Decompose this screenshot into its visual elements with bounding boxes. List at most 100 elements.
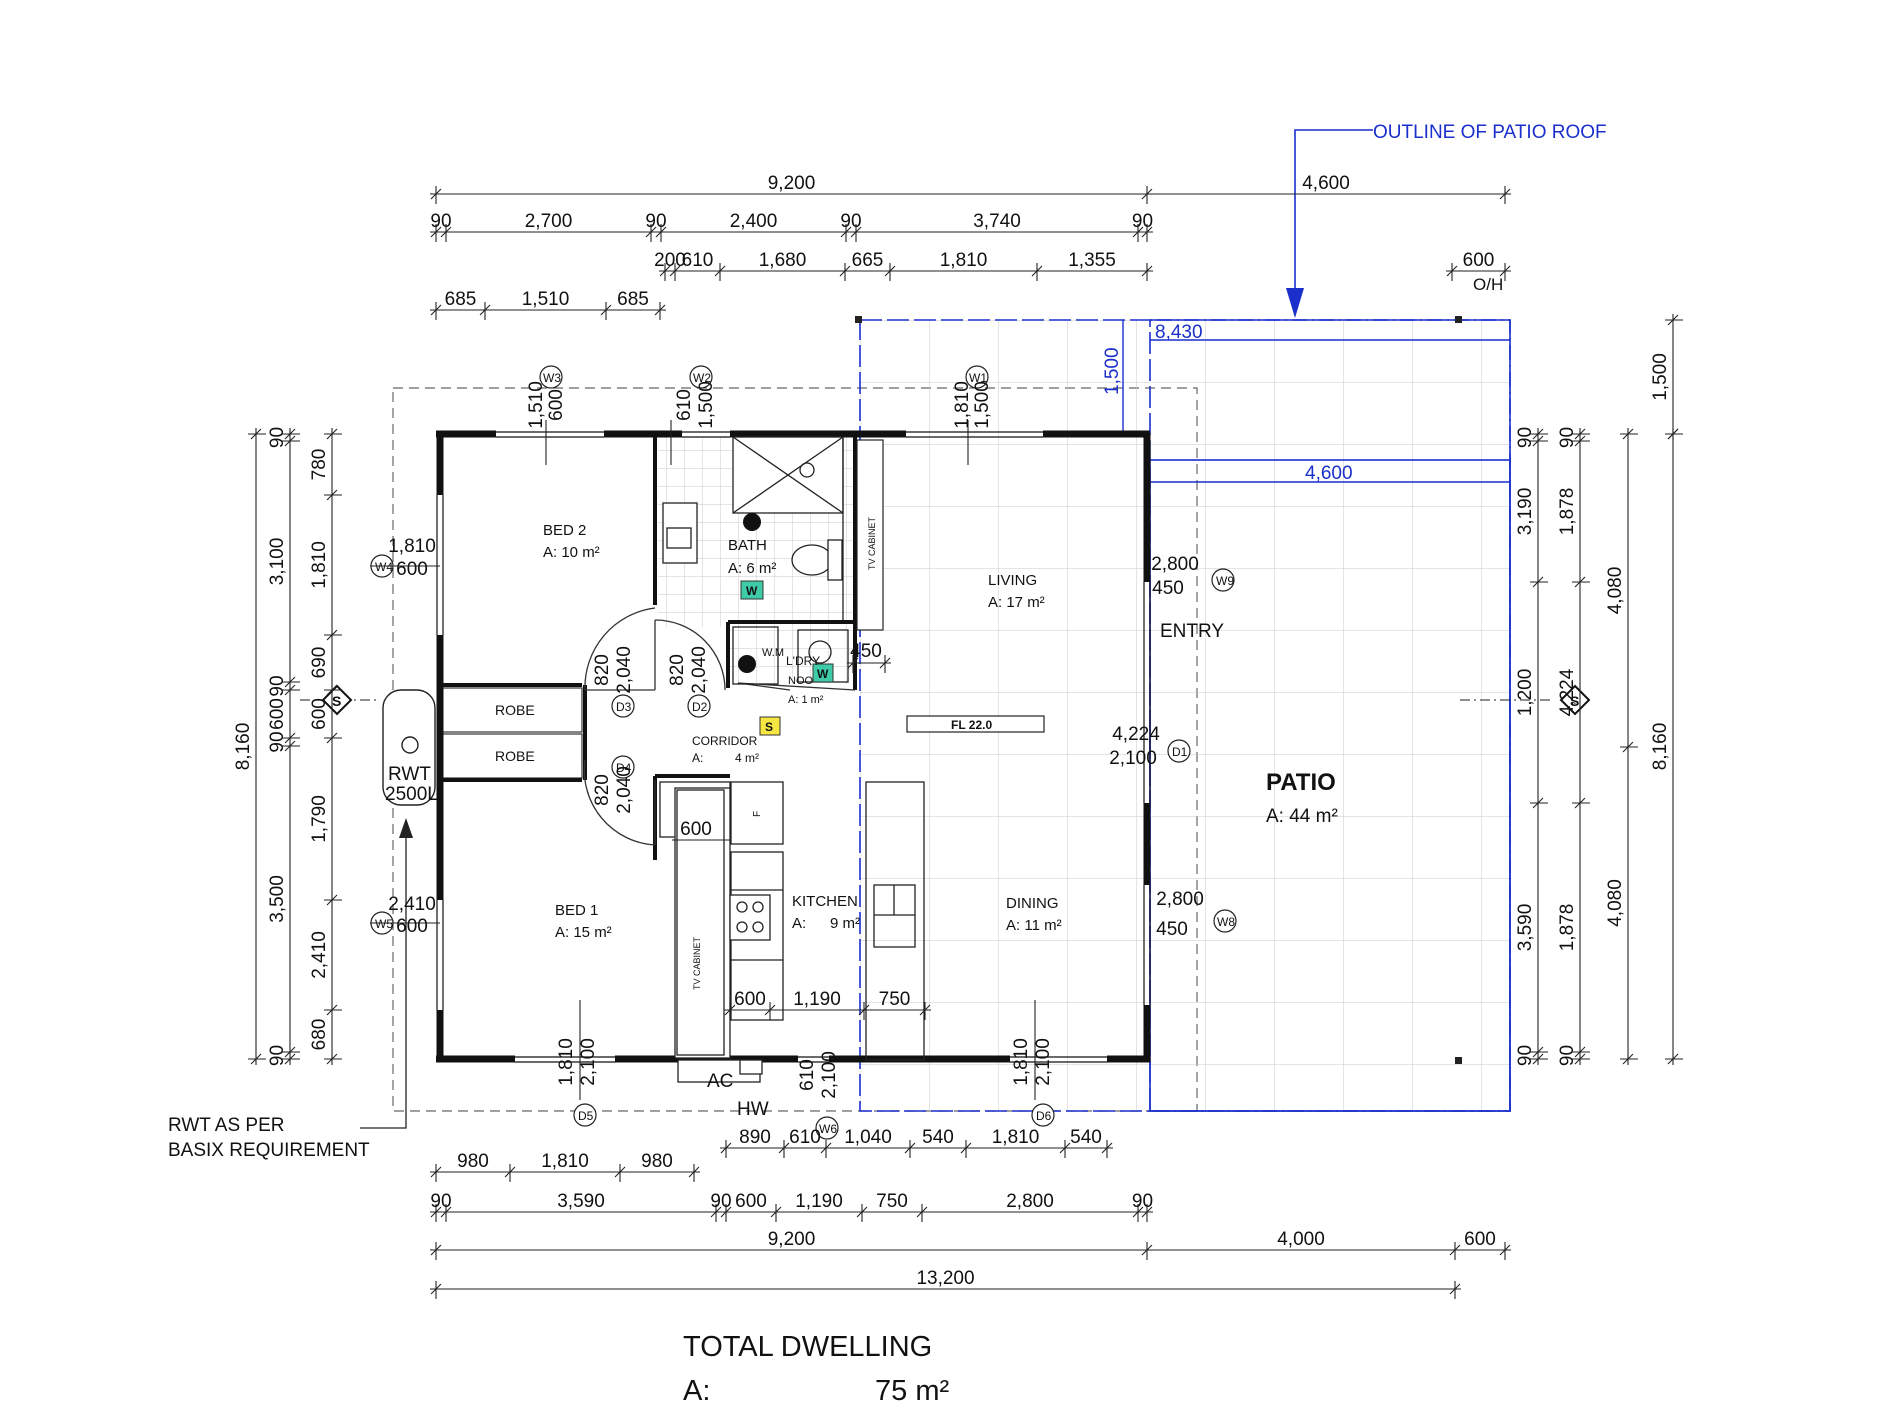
tag-w2: W2 [693,371,711,385]
bath-fixtures [662,436,844,620]
dimension-value-87: 540 [922,1127,954,1148]
dimension-value-68: 820 [592,774,613,806]
dimension-value-86: 1,040 [844,1127,892,1148]
dimension-value-20: 600 [546,389,567,421]
dimension-value-101: 13,200 [916,1268,974,1289]
robe-1-label: ROBE [495,702,535,718]
tag-w5: W5 [375,917,393,931]
tag-d5: D5 [578,1109,594,1123]
room-laundry-area: A: 1 m² [788,694,824,706]
rwt-callout-arrow [399,818,413,838]
dimension-value-82: 1,810 [541,1151,589,1172]
dimension-value-11: 1,680 [759,250,807,271]
room-patio-name: PATIO [1266,769,1336,796]
dimension-value-32: 90 [267,1045,288,1066]
tag-d2: D2 [692,700,708,714]
dimension-value-74: 750 [879,989,911,1010]
tag-w4: W4 [375,560,393,574]
room-bath-area: A: 6 m² [728,560,776,577]
water-symbol-bath-letter: W [746,584,758,598]
dimension-value-12: 665 [852,250,884,271]
dimension-value-38: 2,410 [309,931,330,979]
dimension-value-65: 2,040 [614,646,635,694]
rwt-note-line2: BASIX REQUIREMENT [168,1140,370,1161]
dimension-value-92: 90 [710,1191,731,1212]
dimension-value-80: 2,100 [1033,1038,1054,1086]
dimension-value-94: 1,190 [795,1191,843,1212]
entry-label: ENTRY [1160,621,1224,642]
tag-d1: D1 [1172,745,1188,759]
dimension-value-34: 1,810 [309,541,330,589]
robe-2-label: ROBE [495,748,535,764]
room-laundry-name: L'DRY [786,654,820,668]
tag-w8: W8 [1217,915,1235,929]
dimension-value-56: 8,160 [1650,723,1671,771]
room-bed2-area: A: 10 m² [543,544,600,561]
patio-blue-dims [1122,320,1510,483]
section-marker-left-letter: S [332,693,341,709]
dimension-value-59: 450 [1152,578,1184,599]
dimension-value-78: 2,100 [819,1051,840,1099]
room-bath-name: BATH [728,537,767,554]
dimension-value-16: 1,510 [522,289,570,310]
patio-width-dim: 8,430 [1155,322,1203,343]
room-bed2-name: BED 2 [543,522,586,539]
tag-d3: D3 [616,700,632,714]
patio-area [855,316,1511,1112]
dimension-value-45: 3,190 [1515,488,1536,536]
rwt-label: RWT [388,764,431,785]
total-dwelling-prefix: A: [683,1375,710,1407]
kitchen-joinery [659,781,925,1083]
dimension-value-52: 1,878 [1557,904,1578,952]
exterior-walls [436,430,1151,1063]
dimension-value-8: 90 [1132,211,1153,232]
dimension-value-7: 3,740 [973,211,1021,232]
patio-roof-callout: OUTLINE OF PATIO ROOF [1286,122,1607,318]
tag-d4: D4 [616,761,632,775]
room-dining-area: A: 11 m² [1006,917,1062,934]
dimension-value-57: 1,500 [1650,353,1671,401]
dimension-value-79: 1,810 [1011,1038,1032,1086]
dimension-value-9: 200 [654,250,686,271]
dimension-value-84: 890 [739,1127,771,1148]
dimension-value-18: 600 [1463,250,1495,271]
total-dwelling-value: 75 m² [875,1375,949,1407]
room-kitchen-prefix: A: [792,915,806,932]
rwt-capacity: 2500L [385,784,438,805]
dimension-value-83: 980 [641,1151,673,1172]
bath-toilet-fan [743,513,761,531]
dimension-lines [248,186,1683,1299]
dimension-value-28: 90 [267,675,288,696]
dimension-value-33: 780 [309,449,330,481]
room-patio-area: A: 44 m² [1266,806,1338,827]
dimension-value-61: 2,100 [1109,748,1157,769]
rwt-note-line1: RWT AS PER [168,1115,285,1136]
dimension-value-67: 2,040 [689,646,710,694]
dimension-value-53: 90 [1557,1045,1578,1066]
dimension-value-37: 1,790 [309,795,330,843]
overhang-label: O/H [1473,275,1503,294]
dimension-value-36: 600 [309,698,330,730]
dimension-value-70: 450 [850,641,882,662]
dimension-value-14: 1,355 [1068,250,1116,271]
dimension-value-50: 1,878 [1557,488,1578,536]
dimension-value-42: 2,410 [388,894,436,915]
dimension-value-2: 90 [430,211,451,232]
patio-depth-v-dim: 1,500 [1102,347,1123,395]
section-marker-right [1460,684,1591,716]
dimension-value-26: 90 [267,427,288,448]
dimension-value-22: 1,500 [696,381,717,429]
tag-d6: D6 [1036,1109,1052,1123]
dimension-value-98: 9,200 [768,1229,816,1250]
rainwater-tank [382,689,436,806]
dimension-value-77: 610 [797,1059,818,1091]
dimension-value-97: 90 [1132,1191,1153,1212]
tv-cabinet-1-label: TV CABINET [867,516,877,570]
opening-tags [370,365,1237,1140]
tag-w1: W1 [969,371,987,385]
dimension-value-30: 90 [267,731,288,752]
dimension-value-0: 9,200 [768,173,816,194]
water-symbol-laundry-letter: W [817,667,829,681]
fridge-label: F [752,811,763,817]
dimension-value-40: 1,810 [388,536,436,557]
